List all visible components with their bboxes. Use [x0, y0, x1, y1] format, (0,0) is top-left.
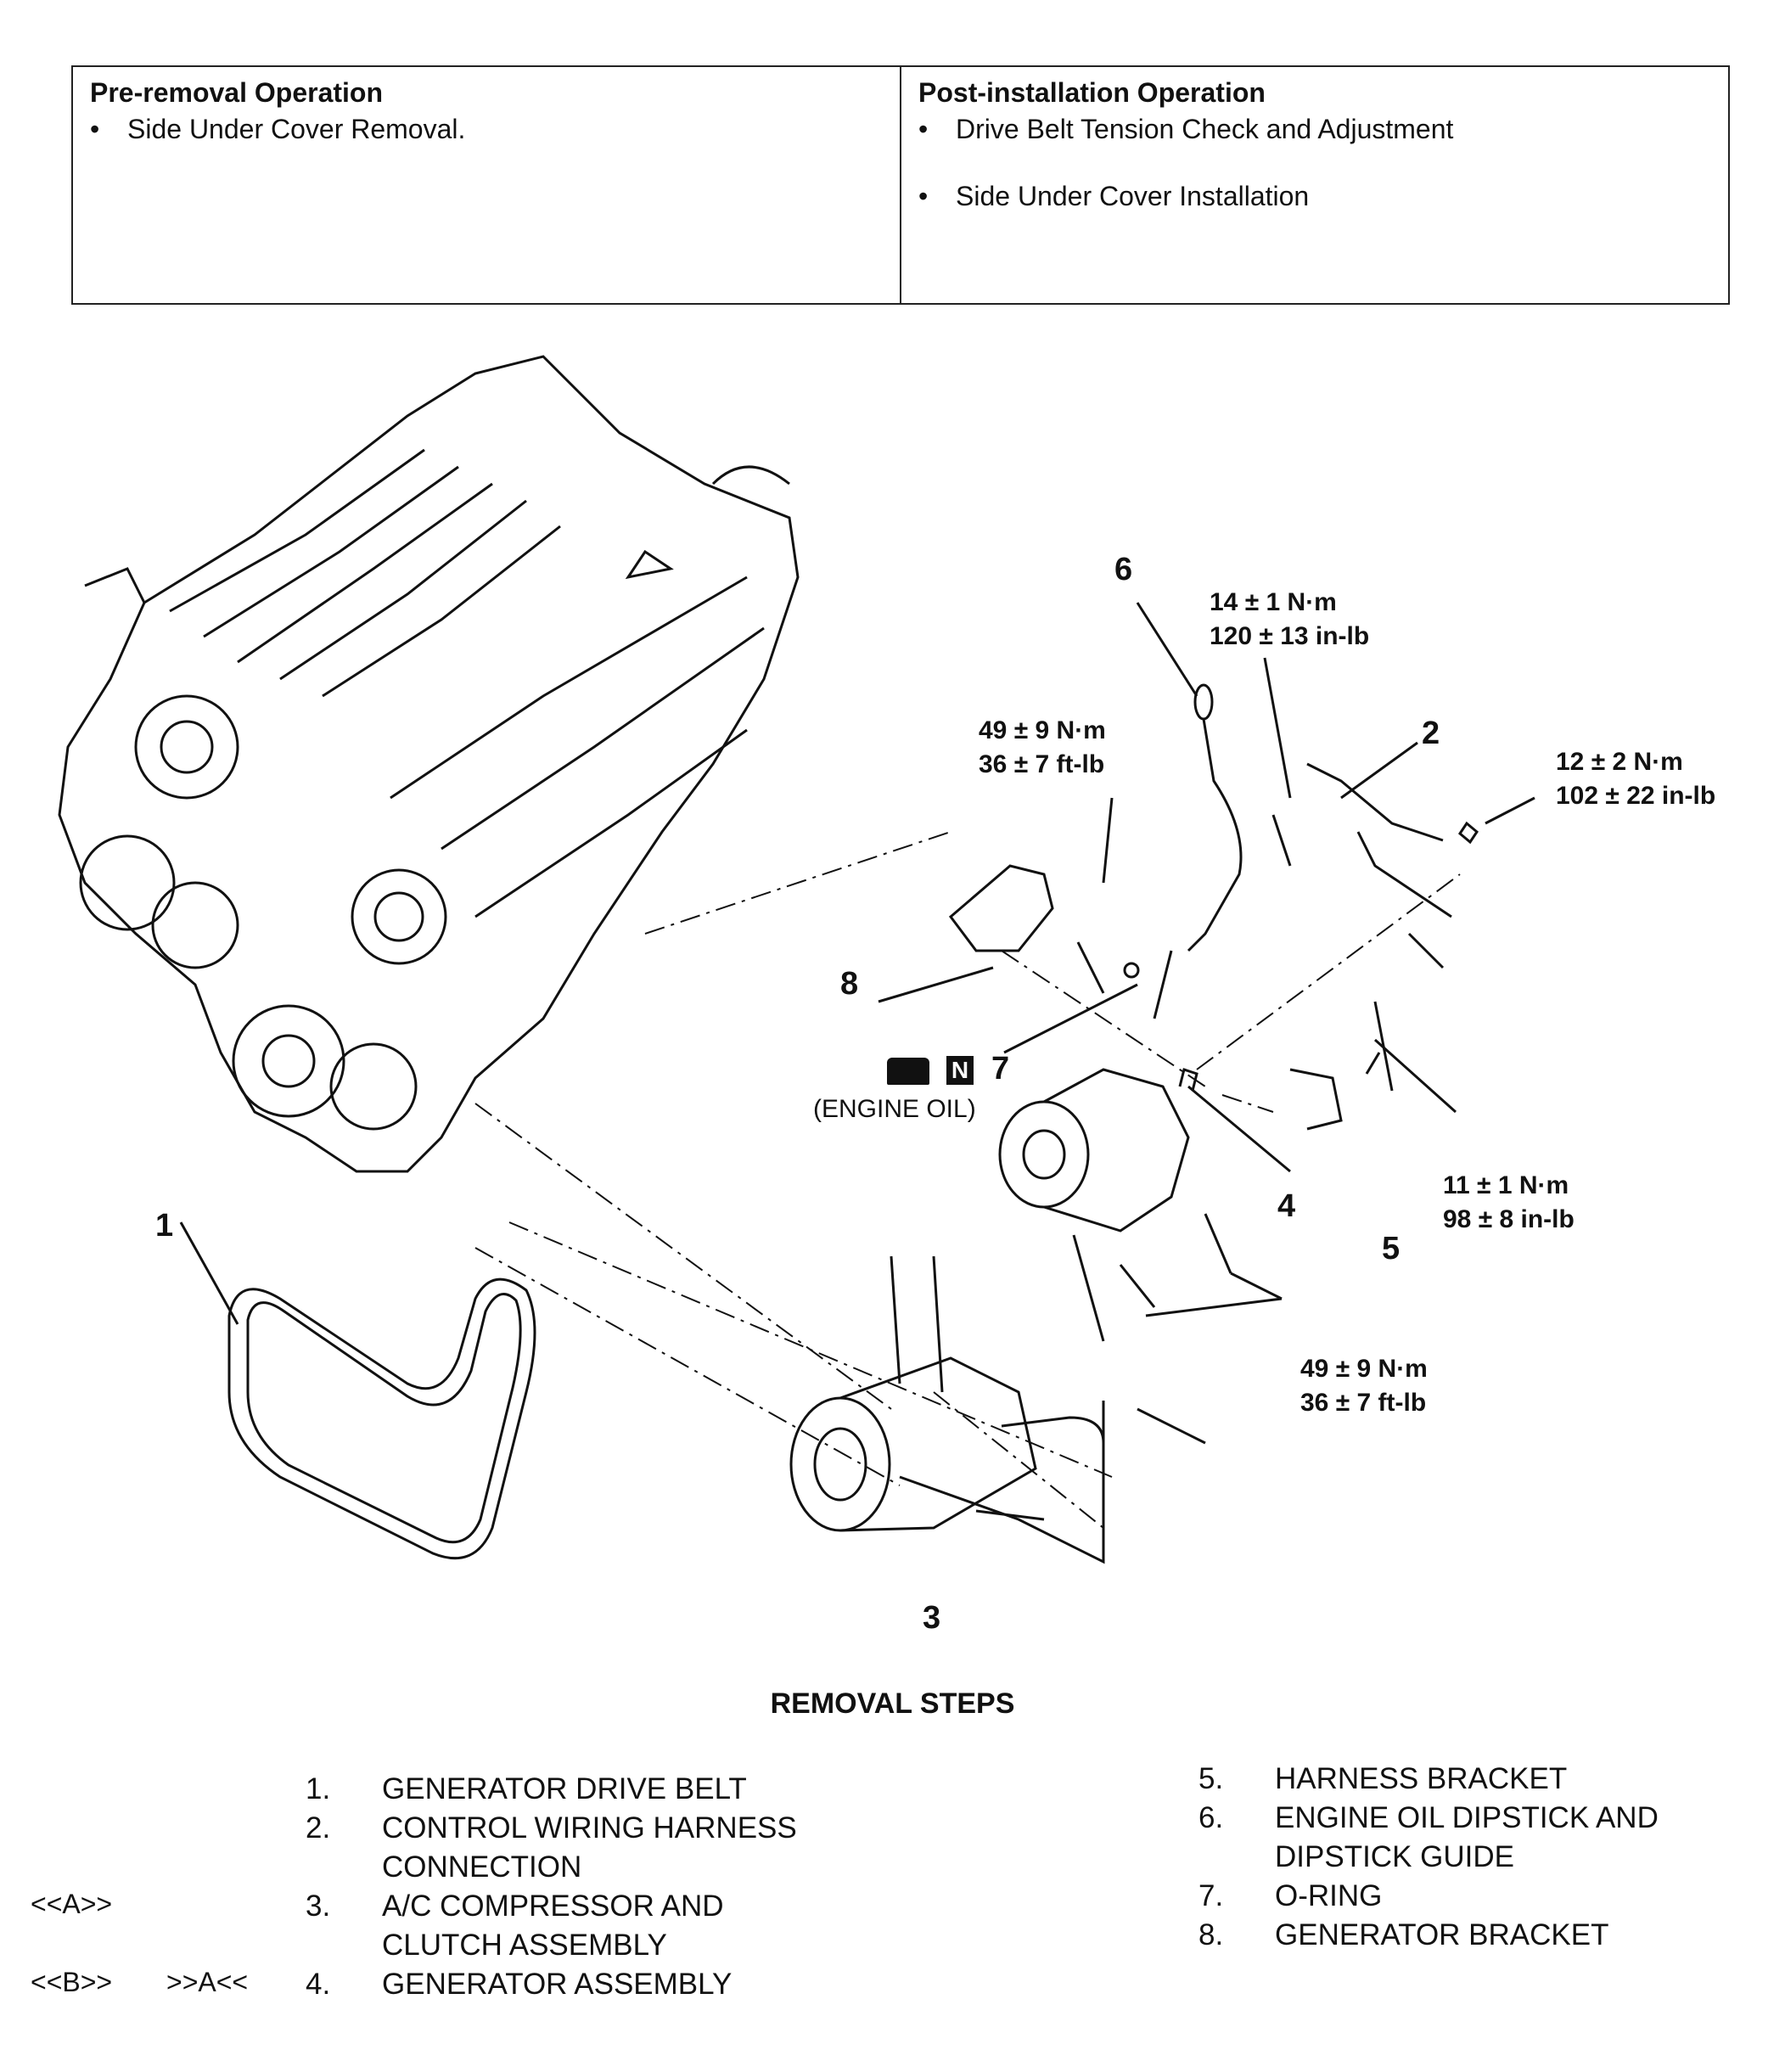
callout-6: 6	[1114, 552, 1133, 587]
step-item: 2.CONTROL WIRING HARNESS	[306, 1811, 797, 1845]
step-item: 7.O-RING	[1198, 1879, 1383, 1912]
post-installation-item-text: Side Under Cover Installation	[956, 181, 1310, 211]
step-item: 3.A/C COMPRESSOR AND	[306, 1890, 724, 1923]
diagram-artwork	[58, 355, 1535, 1564]
callout-1: 1	[155, 1208, 174, 1244]
torque-spec-4: 49 ± 9 N·m 36 ± 7 ft-lb	[1300, 1352, 1428, 1420]
torque-value-metric: 49 ± 9 N·m	[1300, 1355, 1428, 1383]
torque-value-metric: 12 ± 2 N·m	[1556, 748, 1683, 776]
removal-marker-a: <<A>>	[31, 1889, 113, 1919]
step-item: 6.ENGINE OIL DIPSTICK AND	[1198, 1801, 1659, 1834]
post-installation-item: • Drive Belt Tension Check and Adjustmen…	[918, 114, 1711, 145]
step-item: 1.GENERATOR DRIVE BELT	[306, 1772, 747, 1805]
generator-illustration	[998, 1068, 1232, 1308]
pre-removal-column: Pre-removal Operation • Side Under Cover…	[73, 67, 900, 303]
callout-5: 5	[1382, 1231, 1400, 1266]
exploded-view-diagram: 1 2 3 4 5 6 7 8 N (ENGINE OIL) 14 ± 1 N·…	[0, 323, 1785, 1664]
oil-symbol-box: N	[946, 1056, 974, 1085]
pre-removal-title: Pre-removal Operation	[90, 77, 383, 108]
torque-value-imperial: 36 ± 7 ft-lb	[1300, 1389, 1427, 1417]
operations-table: Pre-removal Operation • Side Under Cover…	[71, 65, 1730, 305]
torque-value-imperial: 98 ± 8 in-lb	[1443, 1205, 1575, 1233]
leader-lines	[179, 602, 1535, 1342]
ac-compressor-illustration	[789, 1255, 1206, 1564]
engine-illustration	[58, 355, 800, 1173]
engine-oil-note: (ENGINE OIL)	[813, 1095, 976, 1123]
generator-bracket-illustration	[948, 864, 1105, 994]
torque-value-imperial: 36 ± 7 ft-lb	[979, 750, 1105, 778]
step-item: 4.GENERATOR ASSEMBLY	[306, 1968, 733, 2001]
torque-value-metric: 49 ± 9 N·m	[979, 716, 1106, 744]
removal-steps-title: REMOVAL STEPS	[770, 1687, 1015, 1720]
step-item: 8.GENERATOR BRACKET	[1198, 1918, 1609, 1951]
callout-4: 4	[1277, 1188, 1296, 1224]
harness-bracket-illustration	[1289, 1052, 1381, 1131]
post-installation-column: Post-installation Operation • Drive Belt…	[900, 67, 1728, 303]
removal-marker-b: <<B>>	[31, 1967, 113, 1997]
torque-value-imperial: 120 ± 13 in-lb	[1210, 622, 1370, 650]
callout-3: 3	[923, 1600, 941, 1636]
step-item: CLUTCH ASSEMBLY	[382, 1929, 667, 1962]
post-installation-item-text: Drive Belt Tension Check and Adjustment	[956, 114, 1454, 144]
step-item: 5.HARNESS BRACKET	[1198, 1762, 1568, 1795]
dipstick-illustration	[1123, 683, 1243, 1019]
drive-belt-illustration	[227, 1277, 536, 1560]
torque-value-metric: 14 ± 1 N·m	[1210, 588, 1337, 616]
callout-7: 7	[991, 1051, 1010, 1087]
torque-spec-2: 12 ± 2 N·m 102 ± 22 in-lb	[1556, 745, 1715, 813]
alignment-lines	[474, 831, 1461, 1529]
oil-can-icon	[887, 1058, 929, 1085]
torque-value-metric: 11 ± 1 N·m	[1443, 1171, 1569, 1199]
step-item: CONNECTION	[382, 1850, 582, 1884]
callout-8: 8	[840, 966, 859, 1002]
torque-spec-5: 11 ± 1 N·m 98 ± 8 in-lb	[1443, 1169, 1575, 1237]
harness-connector-illustration	[1271, 762, 1479, 969]
bullet-icon: •	[918, 114, 929, 144]
bullet-icon: •	[918, 181, 929, 211]
bullet-icon: •	[90, 114, 100, 144]
post-installation-title: Post-installation Operation	[918, 77, 1266, 108]
step-item: DIPSTICK GUIDE	[1275, 1840, 1514, 1873]
pre-removal-item: • Side Under Cover Removal.	[90, 114, 883, 145]
torque-value-imperial: 102 ± 22 in-lb	[1556, 782, 1716, 810]
installation-marker-a: >>A<<	[166, 1967, 249, 1997]
pre-removal-item-text: Side Under Cover Removal.	[127, 114, 466, 144]
callout-2: 2	[1422, 716, 1440, 751]
torque-spec-8: 49 ± 9 N·m 36 ± 7 ft-lb	[979, 714, 1106, 782]
post-installation-item: • Side Under Cover Installation	[918, 181, 1711, 212]
torque-spec-6: 14 ± 1 N·m 120 ± 13 in-lb	[1210, 586, 1369, 654]
